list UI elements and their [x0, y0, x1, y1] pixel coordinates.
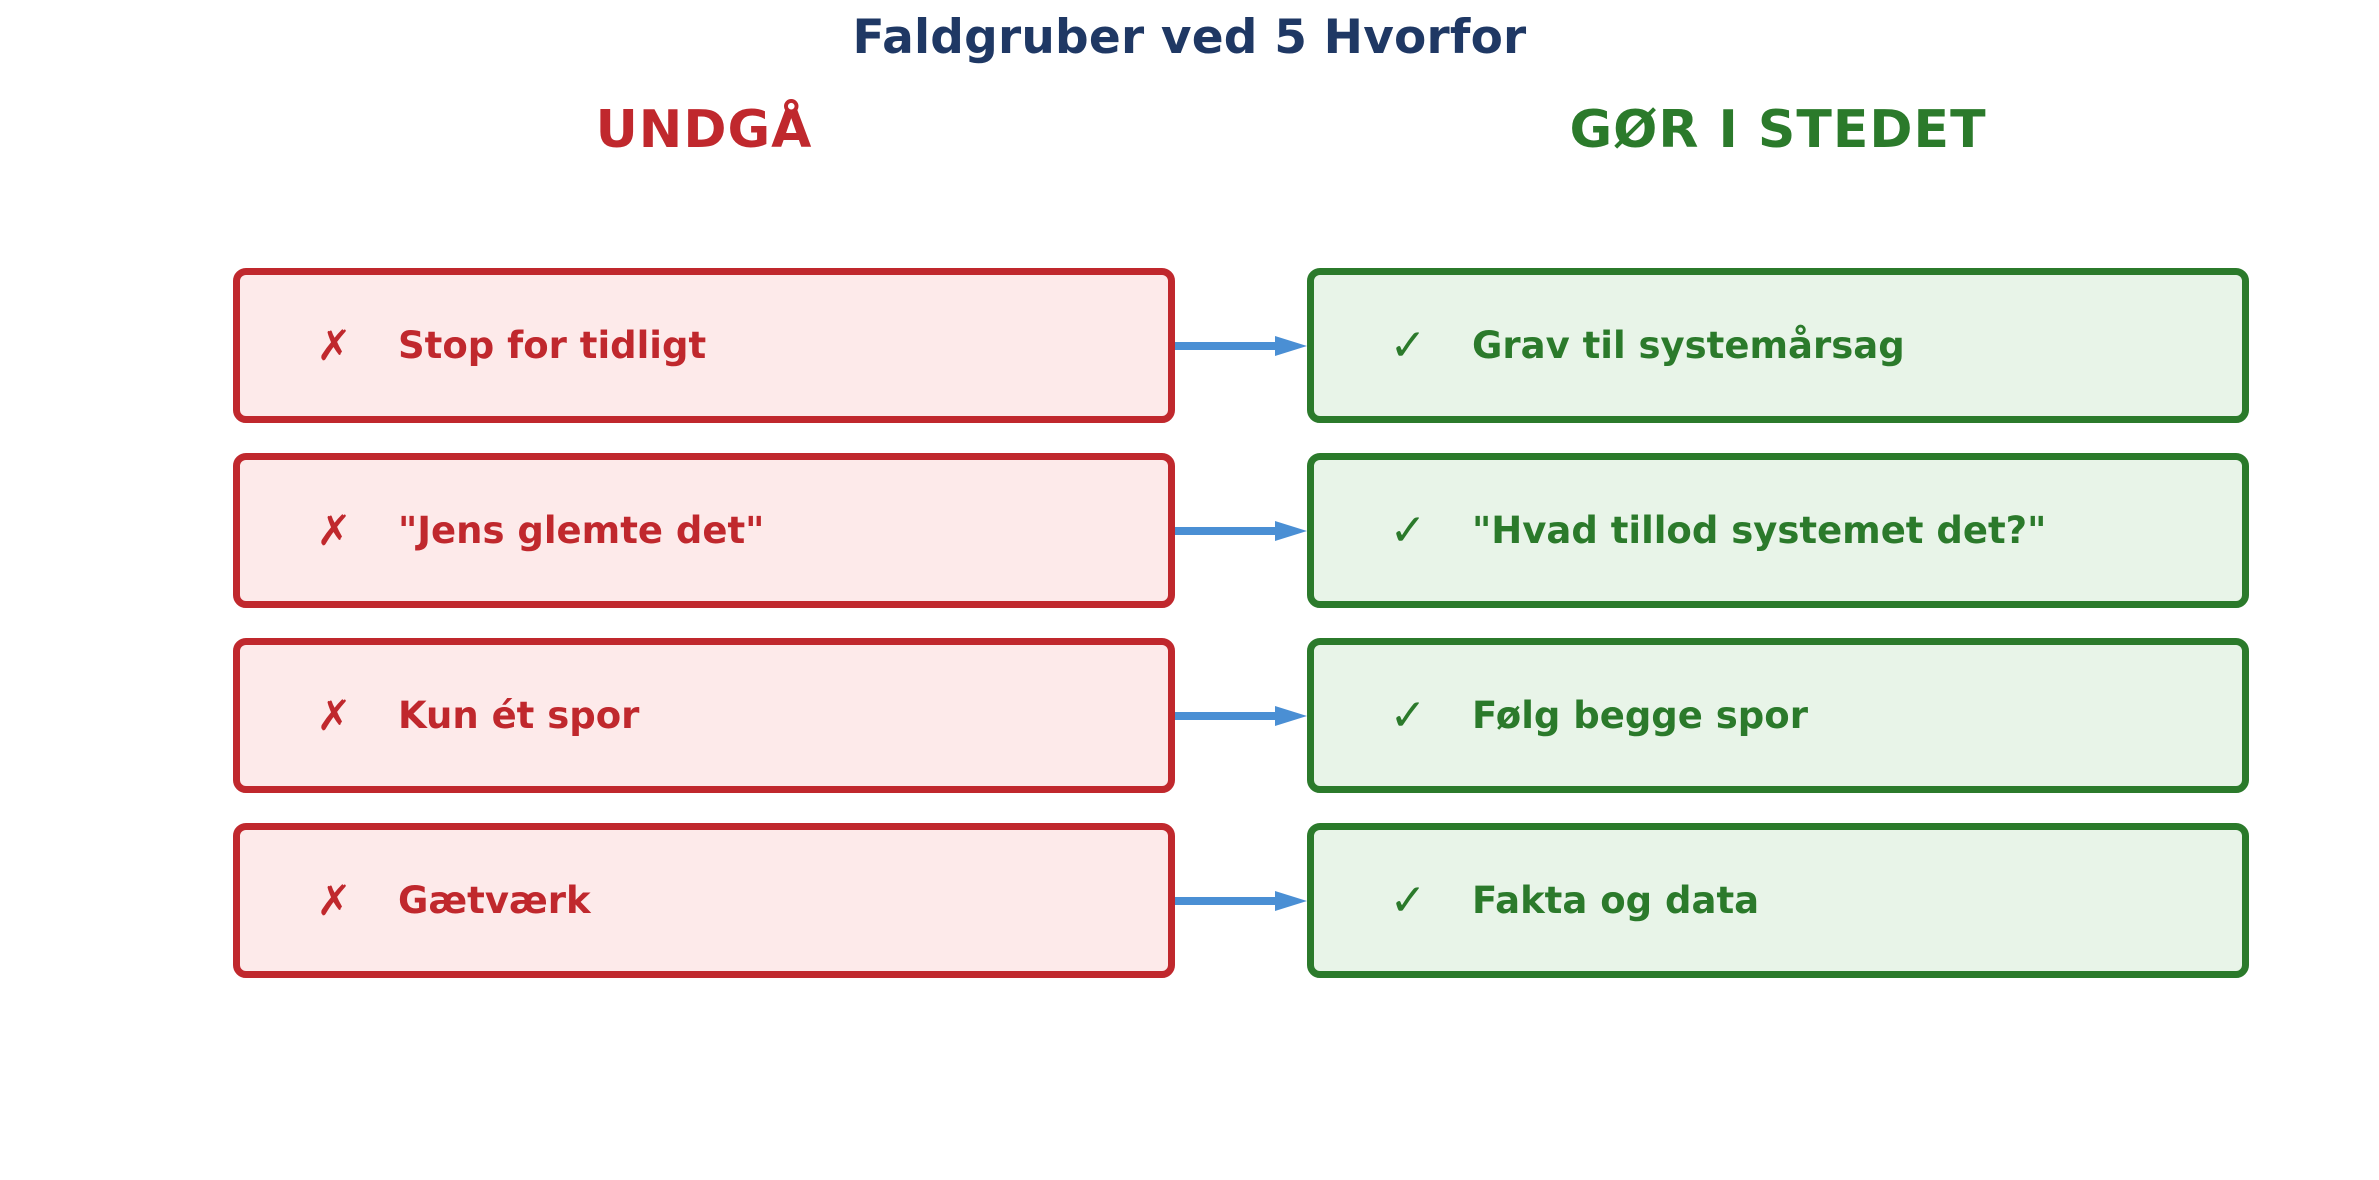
cross-icon: ✗ [316, 875, 352, 925]
instead-card-label: Grav til systemårsag [1472, 324, 1905, 367]
instead-card-label: "Hvad tillod systemet det?" [1472, 509, 2047, 552]
column-header-instead: GØR I STEDET [1569, 100, 1987, 160]
avoid-card-label: Kun ét spor [398, 694, 640, 737]
avoid-card[interactable]: ✗ Gætværk [233, 823, 1175, 978]
instead-card-label: Følg begge spor [1472, 694, 1808, 737]
arrow-icon [1175, 519, 1307, 543]
comparison-row: ✗ Stop for tidligt ✓ Grav til systemårsa… [0, 268, 2379, 423]
instead-card[interactable]: ✓ "Hvad tillod systemet det?" [1307, 453, 2249, 608]
comparison-row: ✗ Gætværk ✓ Fakta og data [0, 823, 2379, 978]
avoid-card-label: Gætværk [398, 879, 591, 922]
column-header-avoid: UNDGÅ [595, 100, 813, 160]
avoid-card[interactable]: ✗ "Jens glemte det" [233, 453, 1175, 608]
page-title: Faldgruber ved 5 Hvorfor [852, 10, 1527, 65]
comparison-row: ✗ Kun ét spor ✓ Følg begge spor [0, 638, 2379, 793]
avoid-card-label: Stop for tidligt [398, 324, 707, 367]
avoid-card[interactable]: ✗ Stop for tidligt [233, 268, 1175, 423]
cross-icon: ✗ [316, 320, 352, 370]
instead-card[interactable]: ✓ Grav til systemårsag [1307, 268, 2249, 423]
check-icon: ✓ [1389, 319, 1427, 371]
avoid-card-label: "Jens glemte det" [398, 509, 765, 552]
comparison-row: ✗ "Jens glemte det" ✓ "Hvad tillod syste… [0, 453, 2379, 608]
avoid-card[interactable]: ✗ Kun ét spor [233, 638, 1175, 793]
instead-card[interactable]: ✓ Følg begge spor [1307, 638, 2249, 793]
instead-card[interactable]: ✓ Fakta og data [1307, 823, 2249, 978]
check-icon: ✓ [1389, 689, 1427, 741]
instead-card-label: Fakta og data [1472, 879, 1760, 922]
cross-icon: ✗ [316, 690, 352, 740]
arrow-icon [1175, 704, 1307, 728]
comparison-rows: ✗ Stop for tidligt ✓ Grav til systemårsa… [0, 268, 2379, 988]
arrow-icon [1175, 334, 1307, 358]
cross-icon: ✗ [316, 505, 352, 555]
arrow-icon [1175, 889, 1307, 913]
check-icon: ✓ [1389, 874, 1427, 926]
check-icon: ✓ [1389, 504, 1427, 556]
